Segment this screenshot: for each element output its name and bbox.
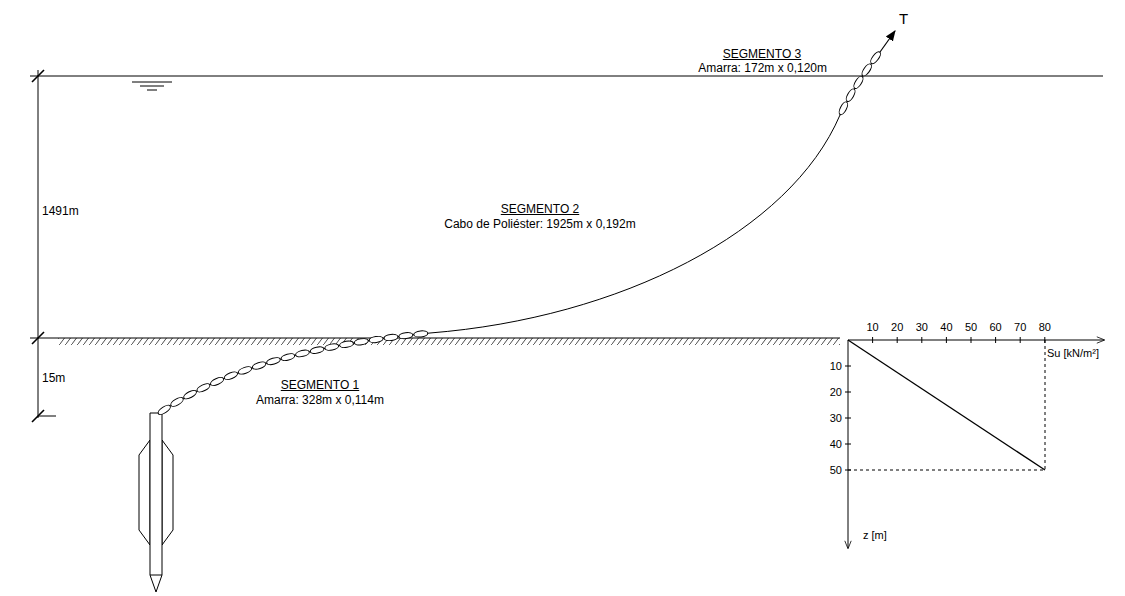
- dimension-label: 1491m: [41, 204, 80, 218]
- axis-tick: [897, 337, 898, 343]
- axis-tick: [921, 337, 922, 343]
- segment-title: SEGMENTO 2: [500, 202, 580, 216]
- axis-tick: [845, 470, 851, 471]
- axis-value: 10: [829, 359, 843, 373]
- dimension-label: 15m: [41, 371, 66, 385]
- chain-link: [196, 382, 211, 394]
- chain-link: [860, 62, 873, 77]
- axis-tick: [845, 366, 851, 367]
- axis-value: 20: [829, 385, 843, 399]
- chain-link: [223, 370, 238, 381]
- water-symbol: [132, 82, 172, 90]
- axis-value: 80: [1038, 320, 1052, 334]
- chain-link: [324, 343, 339, 352]
- chain-link: [852, 75, 865, 90]
- axis-tick: [971, 337, 972, 343]
- chain-link: [384, 334, 399, 342]
- axis-value: 30: [915, 320, 929, 334]
- chain-link: [209, 376, 224, 387]
- chain-segment-1: [158, 333, 430, 414]
- axis-tick: [872, 337, 873, 343]
- chain-link: [838, 101, 850, 116]
- axis-tick: [1044, 337, 1045, 343]
- chain-link: [169, 396, 184, 408]
- chain-link: [157, 404, 172, 417]
- segment-spec: Amarra: 328m x 0,114m: [255, 393, 385, 407]
- axis-value: 40: [829, 437, 843, 451]
- chain-link: [237, 365, 252, 375]
- chain-link: [182, 389, 197, 401]
- axis-tick: [845, 392, 851, 393]
- chain-link: [354, 338, 369, 346]
- chain-link: [413, 330, 428, 337]
- tension-arrow: [880, 31, 895, 52]
- chain-link: [399, 332, 414, 340]
- axis-title: Su [kN/m²]: [1046, 346, 1100, 360]
- axis-value: 40: [939, 320, 953, 334]
- axis-value: 60: [988, 320, 1002, 334]
- axis-value: 50: [964, 320, 978, 334]
- segment-title: SEGMENTO 1: [280, 378, 360, 392]
- axis-tick: [946, 337, 947, 343]
- axis-tick: [845, 444, 851, 445]
- chain-link: [369, 336, 384, 344]
- seabed: [30, 338, 840, 345]
- chain-link: [252, 361, 267, 371]
- axis-title: z [m]: [862, 528, 888, 542]
- axis-value: 10: [865, 320, 879, 334]
- anchor-pile: [139, 413, 173, 592]
- axis-tick: [995, 337, 996, 343]
- axis-value: 50: [829, 463, 843, 477]
- segment-spec: Cabo de Poliéster: 1925m x 0,192m: [443, 217, 636, 231]
- water-line: [30, 76, 1103, 77]
- su-chart: [845, 337, 1104, 548]
- chain-link: [339, 340, 354, 348]
- chain-link: [295, 349, 310, 358]
- segment-title: SEGMENTO 3: [722, 47, 802, 61]
- axis-value: 20: [890, 320, 904, 334]
- chain-link: [869, 50, 882, 65]
- axis-tick: [1020, 337, 1021, 343]
- axis-tick: [845, 418, 851, 419]
- chain-link: [266, 356, 281, 366]
- chain-link: [280, 352, 295, 361]
- tension-label: T: [898, 12, 909, 26]
- chain-link: [845, 88, 857, 103]
- polyester-segment-2: [430, 115, 840, 333]
- chain-link: [310, 346, 325, 355]
- axis-value: 70: [1013, 320, 1027, 334]
- chain-links: [157, 50, 882, 416]
- segment-spec: Amarra: 172m x 0,120m: [697, 61, 828, 75]
- dimension-line: [32, 70, 56, 422]
- axis-value: 30: [829, 411, 843, 425]
